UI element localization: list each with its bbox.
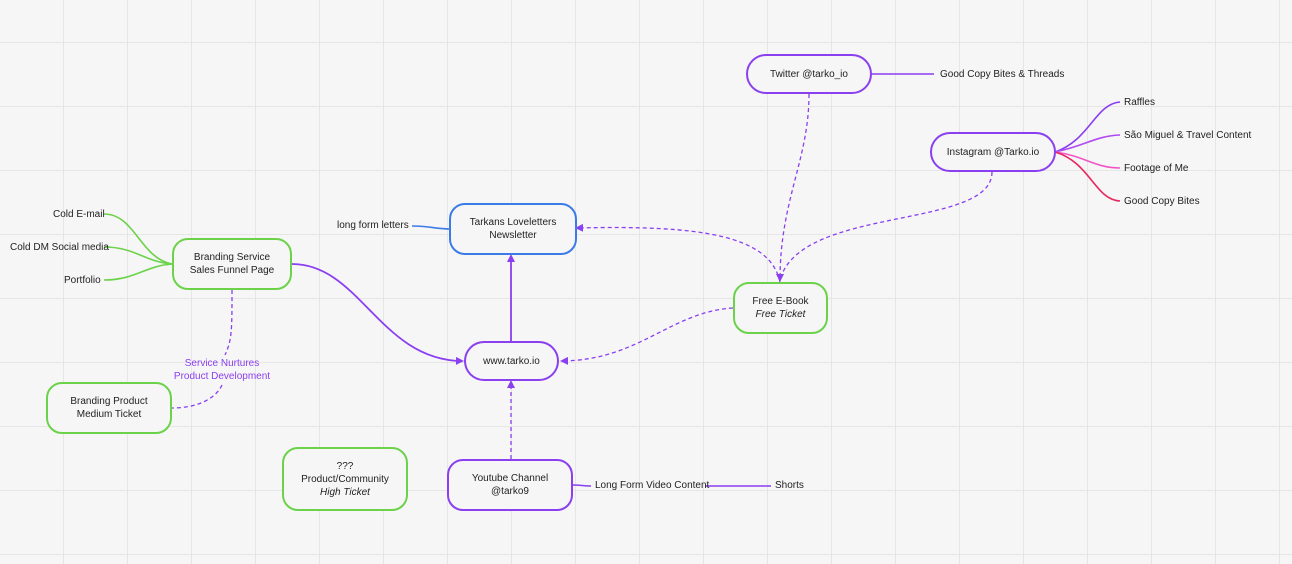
cold-dm-label: Cold DM Social media [10,242,109,253]
edge-instagram-goodcopy [1054,151,1121,202]
edge-instagram-raffles [1054,101,1121,153]
edge-branding-product [171,289,233,409]
branding-service-node[interactable]: Branding Service Sales Funnel Page [172,238,292,290]
long-form-letters-label: long form letters [337,220,409,231]
edge-ebook-website [560,307,734,365]
twitter-node-label: Twitter @tarko_io [770,68,848,80]
footage-label: Footage of Me [1124,163,1189,174]
branding-product-title: Branding Product [70,396,148,407]
ebook-node[interactable]: Free E-Book Free Ticket [733,282,828,334]
edge-branding-website [291,263,464,365]
edge-colddm-branding [103,246,173,265]
product-community-ticket: High Ticket [320,486,370,498]
service-nurtures-line1: Service Nurtures [184,358,260,369]
edge-youtube-longform [572,484,592,487]
website-node[interactable]: www.tarko.io [464,341,559,381]
cold-email-label: Cold E-mail [53,209,105,220]
edge-portfolio-branding [103,263,173,281]
product-community-node[interactable]: ??? Product/Community High Ticket [282,447,408,511]
long-form-video-label: Long Form Video Content [595,480,710,491]
newsletter-node[interactable]: Tarkans Loveletters Newsletter [449,203,577,255]
good-copy-bites-label: Good Copy Bites [1124,196,1200,207]
sao-miguel-label: São Miguel & Travel Content [1124,130,1252,141]
shorts-label: Shorts [775,480,804,491]
edge-instagram-footage [1054,151,1121,169]
instagram-node-label: Instagram @Tarko.io [946,146,1040,158]
portfolio-label: Portfolio [64,275,101,286]
newsletter-subtitle: Newsletter [489,230,537,241]
youtube-handle: @tarko9 [491,486,529,497]
edge-instagram-saomiguel [1054,134,1121,153]
service-nurtures-line2: Product Development [173,371,271,382]
branding-product-node[interactable]: Branding Product Medium Ticket [46,382,172,434]
edge-letters-newsletter [411,225,451,230]
product-community-title: Product/Community [301,473,389,485]
ebook-ticket: Free Ticket [755,309,806,320]
product-community-marks: ??? [336,460,354,472]
edge-coldemail-branding [103,213,173,265]
twitter-branch-label: Good Copy Bites & Threads [940,69,1065,80]
branding-product-ticket: Medium Ticket [76,409,142,420]
raffles-label: Raffles [1124,97,1155,108]
newsletter-title: Tarkans Loveletters [469,217,557,228]
branding-service-title: Branding Service [193,252,271,263]
edge-twitter-ebook [776,93,810,282]
twitter-node[interactable]: Twitter @tarko_io [746,54,872,94]
edge-ebook-newsletter [575,223,781,283]
ebook-title: Free E-Book [752,296,809,307]
website-label: www.tarko.io [483,355,540,367]
service-nurtures-label: Service Nurtures Product Development [168,357,276,383]
branding-service-subtitle: Sales Funnel Page [189,265,275,276]
youtube-node[interactable]: Youtube Channel @tarko9 [447,459,573,511]
instagram-node[interactable]: Instagram @Tarko.io [930,132,1056,172]
edge-instagram-ebook [779,171,993,281]
youtube-title: Youtube Channel [471,473,549,484]
